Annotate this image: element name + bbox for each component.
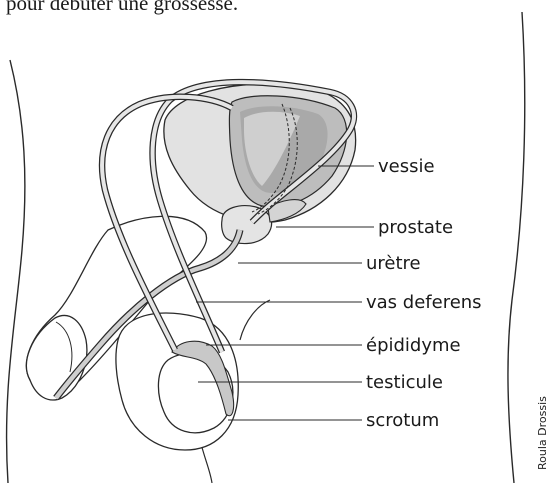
body-outline-right [508, 12, 525, 483]
label-prostate: prostate [378, 217, 453, 238]
body-outline-left [7, 60, 25, 483]
label-testicle: testicule [366, 372, 443, 393]
glans-shape [26, 315, 86, 400]
label-vas-deferens: vas deferens [366, 292, 482, 313]
artist-credit: Roula Drossis [536, 396, 549, 470]
label-bladder: vessie [378, 156, 435, 177]
hip-contour [240, 300, 270, 340]
label-epididymis: épididyme [366, 335, 461, 356]
label-scrotum: scrotum [366, 410, 439, 431]
label-urethra: urètre [366, 253, 421, 274]
